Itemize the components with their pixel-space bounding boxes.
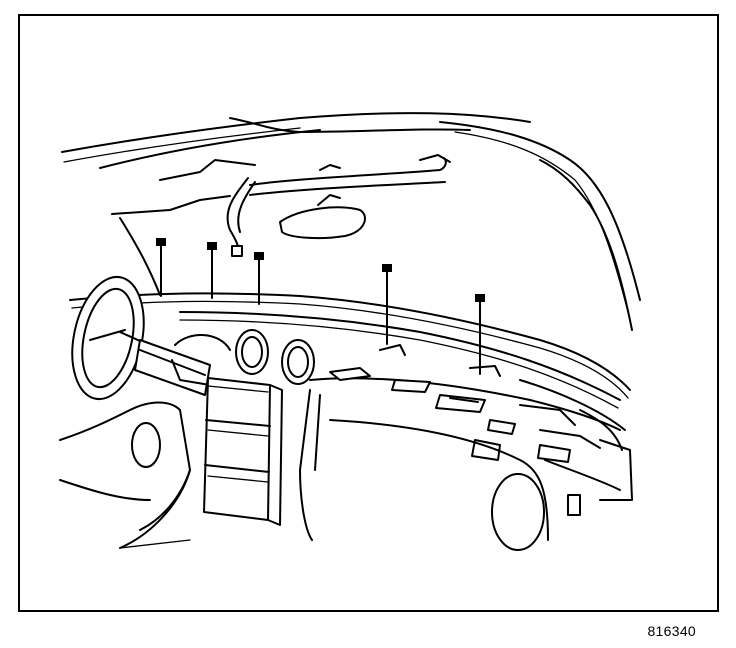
bolt-icon (382, 264, 392, 345)
center-control-module (203, 377, 283, 526)
steering-wheel (71, 275, 161, 401)
wiring-harness (226, 177, 256, 257)
bolt-icon (156, 238, 166, 297)
roof-headliner (61, 112, 641, 331)
windshield-lower-edge (69, 292, 631, 409)
bolt-icon (254, 252, 264, 305)
figure-id-label: 816340 (647, 623, 696, 639)
instrument-gauges (171, 329, 315, 386)
fasteners (156, 238, 485, 375)
bolt-icon (207, 242, 217, 299)
left-a-pillar (111, 159, 256, 296)
dashboard-lower-body (299, 389, 633, 551)
bolt-icon (475, 294, 485, 375)
steering-column (134, 339, 211, 396)
upper-trim-panel (309, 344, 621, 463)
left-door-panel (59, 401, 191, 549)
right-cowl (519, 379, 626, 451)
rear-view-mirror (249, 154, 451, 240)
